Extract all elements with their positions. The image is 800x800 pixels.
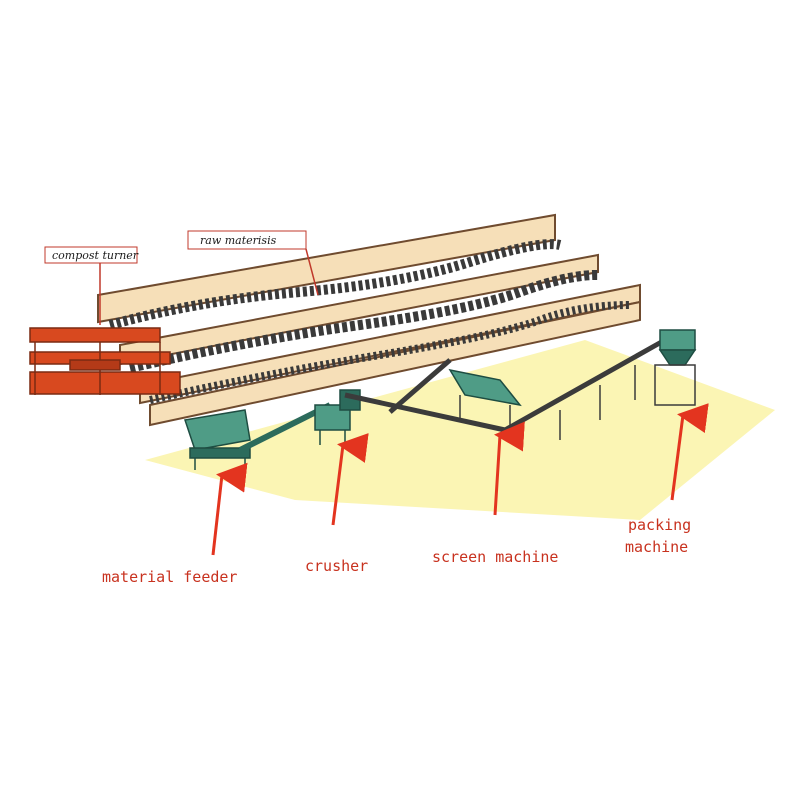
raw-materials-label: raw materisis bbox=[200, 234, 277, 247]
compost-turner-label: compost turner bbox=[52, 249, 139, 262]
arrow-material-feeder bbox=[211, 462, 248, 556]
raw-materials-callout: raw materisis bbox=[187, 230, 319, 296]
crusher-label: crusher bbox=[305, 557, 368, 575]
screen-machine-label: screen machine bbox=[432, 548, 558, 566]
packing-label-line1: packing bbox=[628, 516, 691, 534]
floor-area bbox=[145, 340, 775, 520]
arrow-crusher bbox=[331, 433, 369, 526]
compost-turner-callout: compost turner bbox=[44, 246, 139, 325]
packing-label-line2: machine bbox=[625, 538, 688, 556]
compost-turner-machine bbox=[29, 327, 181, 395]
conveyor-4 bbox=[503, 337, 667, 433]
material-feeder-label: material feeder bbox=[102, 568, 237, 586]
packing-machine bbox=[654, 329, 697, 406]
conveyor-3 bbox=[388, 358, 452, 414]
conveyor-2 bbox=[344, 392, 506, 433]
arrow-packing-machine bbox=[670, 403, 709, 501]
arrow-screen-machine bbox=[493, 421, 525, 516]
screen-machine bbox=[448, 368, 522, 425]
